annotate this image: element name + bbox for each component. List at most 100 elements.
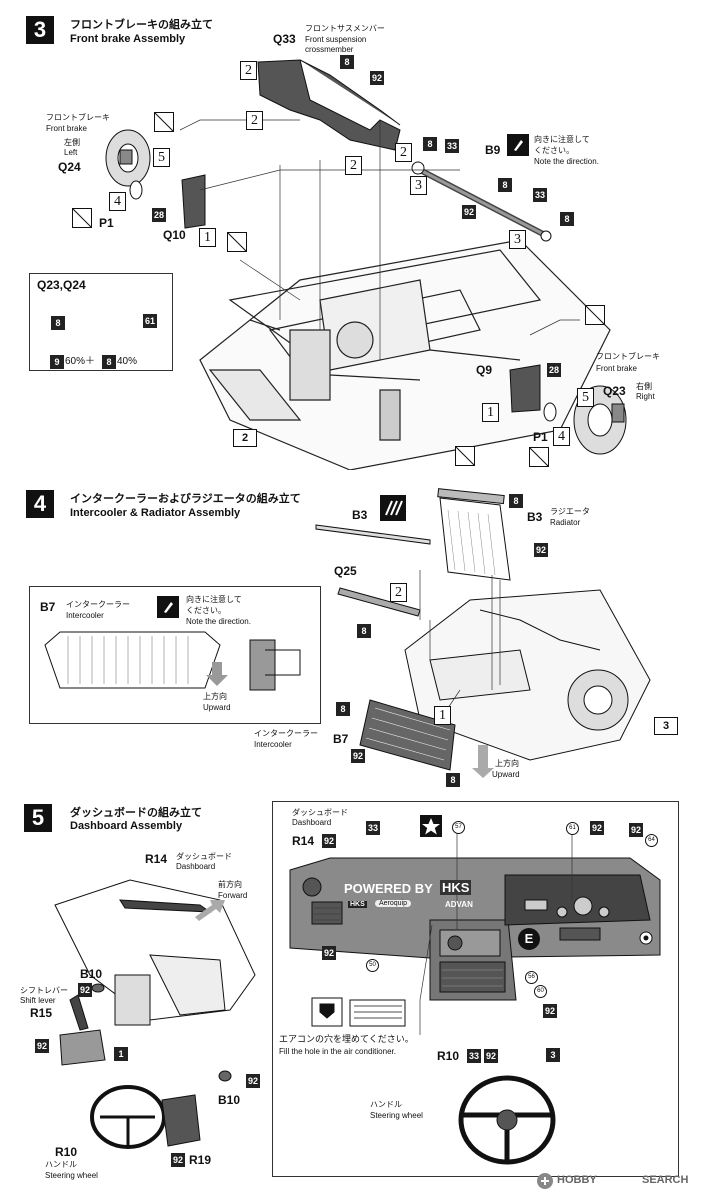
part-r14-left: R14 [145,852,168,866]
upward-en: Upward [492,770,520,779]
part-b9: B9 [485,143,501,157]
detail-color-8: 8 [51,316,65,330]
panel-color-92-left: 92 [322,946,336,960]
panel-part-r10: R10 [437,1049,460,1063]
no-glue-icon-a [154,112,174,132]
ref-step-2: 2 [233,429,257,447]
crossmember-label-en1: Front suspension [305,35,367,44]
radiator-label-en: Radiator [550,518,581,527]
step-5-title-jp: ダッシュボードの組み立て [70,807,202,819]
intercooler-label-en: Intercooler [254,740,292,749]
panel-dash-jp: ダッシュボード [292,808,348,817]
intercooler-label-jp: インタークーラー [254,729,318,738]
step-5-marker-left: 5 [153,148,170,167]
part-p1-left: P1 [99,216,114,230]
s4-note-jp2: ください。 [186,606,226,615]
panel-color-56: 56 [525,971,538,984]
left-brake-label-en: Front brake [46,124,87,133]
star-icon [420,815,442,837]
step-2-marker-b: 2 [246,111,263,130]
step-1-marker-left: 1 [199,228,216,247]
steering-left-en: Steering wheel [45,1171,98,1180]
step-5-title-en: Dashboard Assembly [70,820,183,832]
mix-pct-a: 60%＋ [65,356,96,367]
part-p1-right: P1 [533,430,548,444]
hobby-search-logo-icon [536,1172,554,1190]
mix-color-b: 8 [102,355,116,369]
part-q25: Q25 [334,564,357,578]
note-text-jp2: ください。 [534,146,574,155]
step-1-marker-s4: 1 [434,706,451,725]
part-b3-radiator: B3 [527,510,543,524]
mix-pct-b: 40% [117,356,138,367]
part-q33: Q33 [273,32,296,46]
dash-left-label-en: Dashboard [176,862,216,871]
advan-text: ADVAN [445,900,473,909]
note-text-en: Note the direction. [534,157,599,166]
part-r15: R15 [30,1006,53,1020]
step-4-title-jp: インタークーラーおよびラジエータの組み立て [70,493,301,505]
part-q24: Q24 [58,160,81,174]
part-q23: Q23 [603,384,626,398]
step-2-marker-d: 2 [395,143,412,162]
color-8-intercooler-b: 8 [446,773,460,787]
aeroquip-text: Aeroquip [375,900,412,907]
color-92-b10-top: 92 [78,983,92,997]
color-28-right: 28 [547,363,561,377]
ref-step-3: 3 [654,717,678,735]
panel-color-60: 60 [534,985,547,998]
color-33-b9a: 33 [445,139,459,153]
color-92-radiator: 92 [534,543,548,557]
color-33-b9b: 33 [533,188,547,202]
intercooler-note-label-en: Intercooler [66,611,104,620]
panel-color-64: 64 [645,834,658,847]
no-glue-icon-c [227,232,247,252]
panel-steer-ref-3: 3 [546,1048,560,1062]
paint-tape-icon [380,495,406,521]
note-text-jp1: 向きに注意して [534,135,590,144]
step-1-marker-right: 1 [482,403,499,422]
powered-by-text: POWERED BY [344,881,433,896]
part-b10-top: B10 [80,967,103,981]
step-2-marker-a: 2 [240,61,257,80]
right-brake-label-jp: フロントブレーキ [596,352,660,361]
watermark-search: SEARCH [642,1174,689,1186]
dash-left-label-jp: ダッシュボード [176,852,232,861]
color-8-intercooler-a: 8 [336,702,350,716]
intercooler-radiator-drawing [315,488,651,778]
color-8-b9b: 8 [498,178,512,192]
step-4-marker-right: 4 [553,427,570,446]
no-glue-icon-f [455,446,475,466]
step-5-number: 5 [24,804,52,832]
no-glue-icon-b [72,208,92,228]
shift-label-jp: シフトレバー [20,986,68,995]
ac-note-jp: エアコンの穴を埋めてください。 [279,1034,414,1044]
direction-note-icon [507,134,529,156]
part-b3-icon: B3 [352,508,368,522]
color-8-q25: 8 [357,624,371,638]
e-mark: E [518,928,540,950]
panel-steering-jp: ハンドル [370,1100,402,1109]
color-8-q33: 8 [340,55,354,69]
s4-note-en: Note the direction. [186,617,251,626]
dashboard-detail-panel [272,801,679,1177]
step-5-marker-right: 5 [577,388,594,407]
detail-title: Q23,Q24 [37,278,86,292]
left-brake-label-jp: フロントブレーキ [46,113,110,122]
part-b10-bottom: B10 [218,1093,241,1107]
panel-steer-color-92: 92 [484,1049,498,1063]
right-side-en: Right [636,392,655,401]
part-q9: Q9 [476,363,493,377]
color-92-r19: 92 [171,1153,185,1167]
direction-note-icon-s4 [157,596,179,618]
color-8-b9c: 8 [560,212,574,226]
color-1-shift: 1 [114,1047,128,1061]
mix-color-a: 9 [50,355,64,369]
panel-color-61: 61 [566,822,579,835]
part-q10: Q10 [163,228,186,242]
left-side-en: Left [64,148,78,157]
panel-steer-color-33: 33 [467,1049,481,1063]
step-2-marker-s4: 2 [390,583,407,602]
panel-color-33: 33 [366,821,380,835]
